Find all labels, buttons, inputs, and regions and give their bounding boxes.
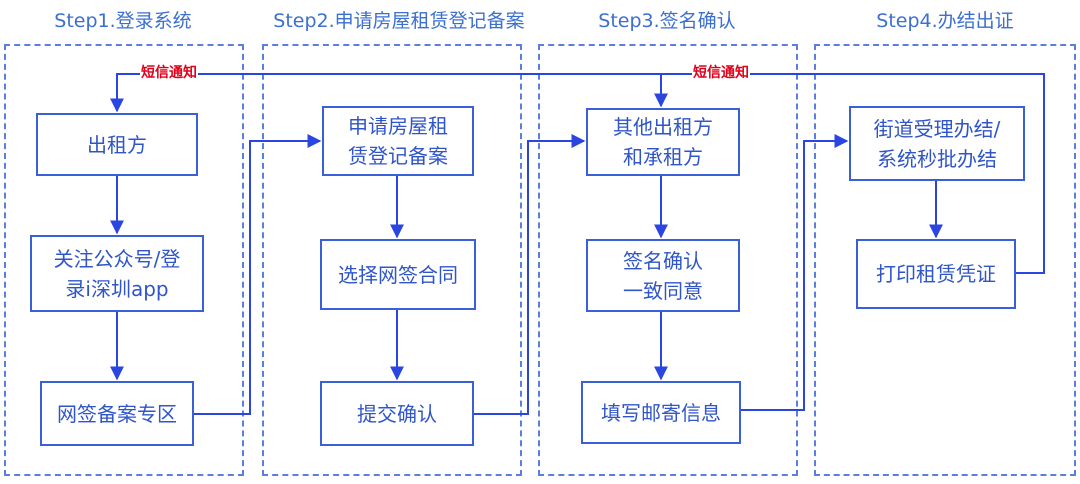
box-landlord: 出租方 bbox=[36, 113, 198, 176]
arrow-s3-s4 bbox=[741, 134, 849, 411]
box-mailing-info: 填写邮寄信息 bbox=[581, 381, 741, 444]
box-line: 系统秒批办结 bbox=[877, 146, 997, 171]
box-line: 一致同意 bbox=[623, 278, 703, 303]
step1-stage bbox=[4, 44, 244, 476]
sms-notification-label-2: 短信通知 bbox=[692, 62, 750, 84]
step1-title: Step1.登录系统 bbox=[54, 10, 192, 32]
step2-stage bbox=[262, 44, 522, 476]
box-line: 填写邮寄信息 bbox=[601, 400, 721, 425]
arrow-s2-s3 bbox=[474, 134, 586, 415]
step4-stage bbox=[814, 44, 1076, 476]
box-line: 其他出租方 bbox=[613, 115, 713, 139]
box-filing-zone: 网签备案专区 bbox=[40, 381, 194, 446]
box-street-approval: 街道受理办结/ 系统秒批办结 bbox=[849, 106, 1025, 181]
box-follow-login: 关注公众号/登 录i深圳app bbox=[30, 235, 204, 312]
box-print-certificate: 打印租赁凭证 bbox=[856, 239, 1016, 309]
step2-title: Step2.申请房屋租赁登记备案 bbox=[273, 10, 525, 32]
box-select-contract: 选择网签合同 bbox=[320, 239, 476, 310]
box-line: 申请房屋租 bbox=[348, 114, 448, 138]
sms-loop-line bbox=[110, 73, 1045, 274]
box-submit-confirm: 提交确认 bbox=[320, 381, 474, 446]
box-other-parties: 其他出租方 和承租方 bbox=[586, 108, 740, 176]
step4-title: Step4.办结出证 bbox=[876, 10, 1014, 32]
sms-notification-label-1: 短信通知 bbox=[140, 62, 198, 84]
box-apply-filing: 申请房屋租 赁登记备案 bbox=[322, 106, 474, 176]
box-line: 选择网签合同 bbox=[338, 262, 458, 287]
step3-title: Step3.签名确认 bbox=[598, 10, 736, 32]
box-line: 网签备案专区 bbox=[57, 401, 177, 426]
box-line: 提交确认 bbox=[357, 401, 437, 426]
box-line: 出租方 bbox=[87, 132, 147, 157]
box-line: 打印租赁凭证 bbox=[876, 262, 996, 286]
box-line: 街道受理办结/ bbox=[873, 116, 1001, 141]
arrow-s1-s2 bbox=[194, 134, 322, 415]
box-line: 录i深圳app bbox=[65, 276, 169, 301]
step3-stage bbox=[538, 44, 798, 476]
box-line: 关注公众号/登 bbox=[53, 246, 181, 271]
box-line: 和承租方 bbox=[623, 145, 703, 169]
box-line: 签名确认 bbox=[623, 248, 703, 273]
box-line: 赁登记备案 bbox=[348, 144, 448, 168]
box-sign-confirm: 签名确认 一致同意 bbox=[586, 239, 740, 312]
